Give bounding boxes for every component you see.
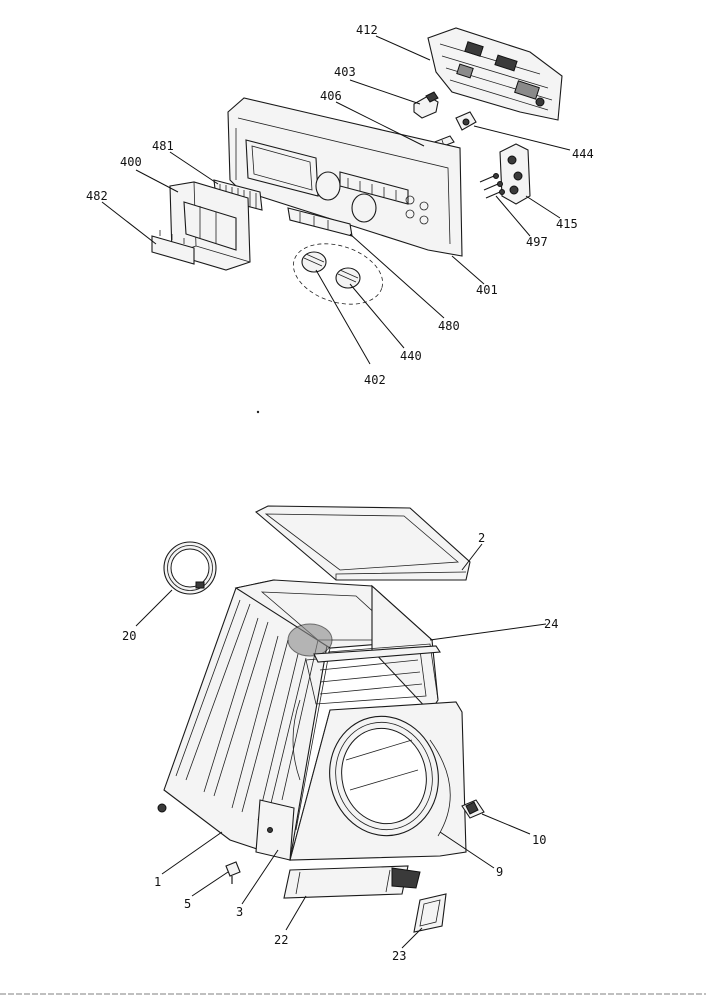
callout-481: 481 <box>152 139 174 153</box>
foot-5 <box>225 861 241 884</box>
filter-cover-23 <box>413 893 447 933</box>
callout-3: 3 <box>236 905 243 919</box>
callout-20: 20 <box>122 629 136 643</box>
control-panel-401 <box>227 97 463 257</box>
callout-406: 406 <box>320 89 342 103</box>
leader-lines-bottom <box>135 543 547 949</box>
callout-480: 480 <box>438 319 460 333</box>
top-lid-2 <box>255 505 471 581</box>
siphon-482 <box>151 230 195 265</box>
callout-401: 401 <box>476 283 498 297</box>
button-holder-415 <box>499 143 531 205</box>
callout-403: 403 <box>334 65 356 79</box>
front-panel-9 <box>289 701 467 861</box>
callout-482: 482 <box>86 189 108 203</box>
screws-497 <box>479 173 505 199</box>
callout-23: 23 <box>392 949 406 963</box>
switch-403 <box>413 91 439 119</box>
callout-440: 440 <box>400 349 422 363</box>
plinth-22 <box>283 865 421 899</box>
electronic-board-412 <box>427 27 563 121</box>
callout-1: 1 <box>154 875 161 889</box>
callout-400: 400 <box>120 155 142 169</box>
callout-402: 402 <box>364 373 386 387</box>
speck <box>256 410 260 414</box>
callout-24: 24 <box>544 617 558 631</box>
callout-5: 5 <box>184 897 191 911</box>
door-lock-10 <box>461 799 485 819</box>
callout-2: 2 <box>478 531 485 545</box>
callout-497: 497 <box>526 235 548 249</box>
callout-10: 10 <box>532 833 546 847</box>
callout-9: 9 <box>496 865 503 879</box>
gasket-ring-20 <box>163 541 217 595</box>
callout-444: 444 <box>572 147 594 161</box>
knobs-group <box>293 243 383 305</box>
bottom-frame-3 <box>255 799 295 861</box>
leader-lines-top <box>101 35 571 365</box>
callout-412: 412 <box>356 23 378 37</box>
callout-22: 22 <box>274 933 288 947</box>
rear-strip-24 <box>313 645 441 663</box>
callout-415: 415 <box>556 217 578 231</box>
connector-444 <box>455 111 477 131</box>
